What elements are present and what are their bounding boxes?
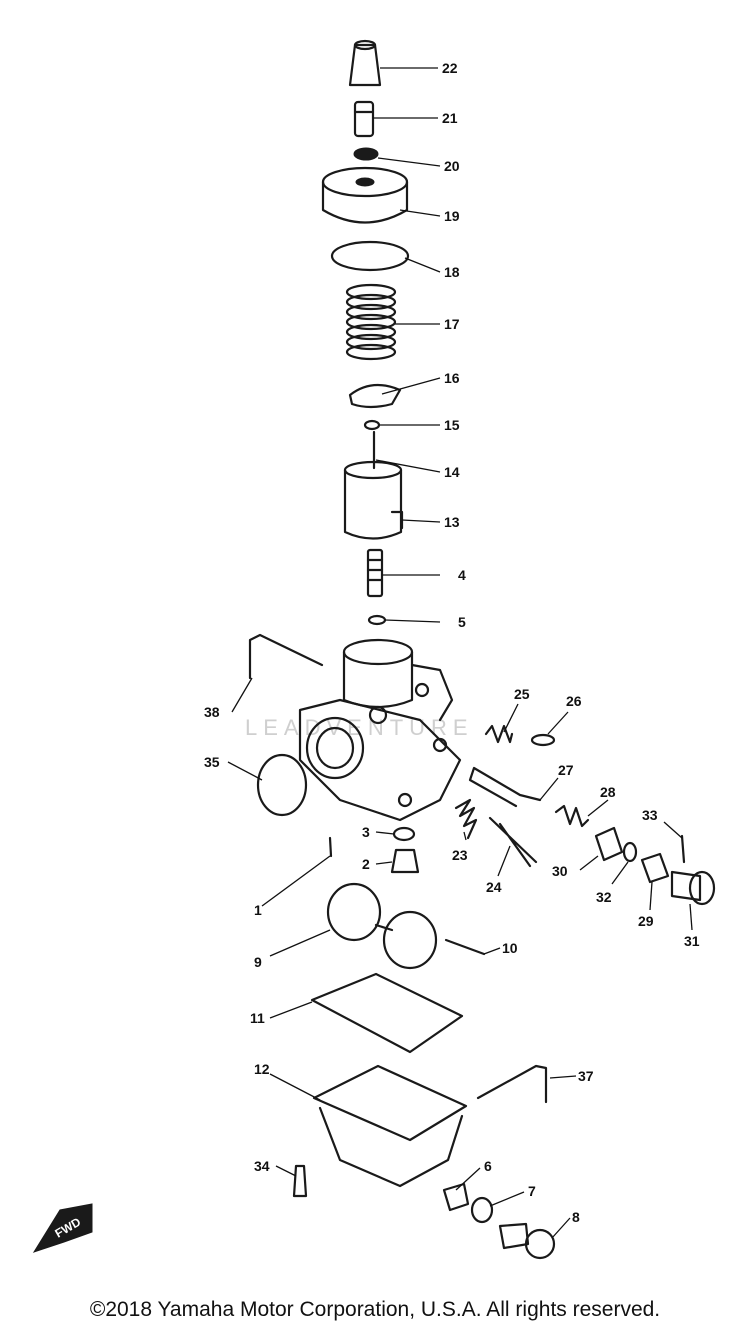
part-5-washer xyxy=(367,614,387,626)
callout-37: 37 xyxy=(578,1068,594,1084)
part-32-washer xyxy=(622,841,638,863)
part-28-spring xyxy=(554,804,590,828)
callout-10: 10 xyxy=(502,940,518,956)
callout-17: 17 xyxy=(444,316,460,332)
callout-1: 1 xyxy=(254,902,262,918)
part-6-plug xyxy=(442,1182,470,1212)
part-23-spring xyxy=(454,798,478,840)
part-20-nut xyxy=(353,147,379,161)
part-16-plate xyxy=(348,383,402,409)
callout-24: 24 xyxy=(486,879,502,895)
part-38-pipe xyxy=(248,633,324,680)
part-3-washer xyxy=(392,826,416,842)
callout-31: 31 xyxy=(684,933,700,949)
callout-13: 13 xyxy=(444,514,460,530)
callout-18: 18 xyxy=(444,264,460,280)
callout-30: 30 xyxy=(552,863,568,879)
callout-3: 3 xyxy=(362,824,370,840)
callout-11: 11 xyxy=(250,1010,265,1026)
part-7-washer xyxy=(470,1196,494,1224)
callout-19: 19 xyxy=(444,208,460,224)
part-33-pin xyxy=(680,834,686,864)
callout-5: 5 xyxy=(458,614,466,630)
callout-26: 26 xyxy=(566,693,582,709)
front-direction-marker: FWD xyxy=(32,1203,93,1253)
part-21-adjuster xyxy=(353,100,375,138)
callout-23: 23 xyxy=(452,847,468,863)
part-15-clip xyxy=(363,419,381,431)
callout-6: 6 xyxy=(484,1158,492,1174)
part-12-float-bowl xyxy=(312,1064,468,1188)
part-9-float xyxy=(326,882,438,970)
callout-12: 12 xyxy=(254,1061,270,1077)
part-22-cap xyxy=(348,39,382,87)
part-31-knob xyxy=(670,870,716,906)
part-11-gasket xyxy=(310,972,464,1054)
part-27-screw xyxy=(468,766,542,808)
callout-22: 22 xyxy=(442,60,458,76)
part-29-nut xyxy=(640,852,670,884)
part-37-pipe xyxy=(476,1064,548,1104)
callout-labels: 22 21 20 19 18 17 16 15 14 13 4 5 38 25 … xyxy=(204,60,700,1225)
callout-38: 38 xyxy=(204,704,220,720)
part-1-pin xyxy=(328,836,333,858)
part-17-spring xyxy=(345,283,397,361)
watermark: LEADVENTURE xyxy=(245,715,474,740)
part-2-jet xyxy=(390,848,420,874)
part-26-screw xyxy=(530,733,556,747)
callout-20: 20 xyxy=(444,158,460,174)
part-24-screw xyxy=(488,816,538,868)
callout-21: 21 xyxy=(442,110,458,126)
callout-32: 32 xyxy=(596,889,612,905)
part-13-throttle-valve xyxy=(343,460,404,540)
callout-9: 9 xyxy=(254,954,262,970)
part-25-spring xyxy=(484,724,514,744)
part-19-top-cap xyxy=(321,166,409,224)
callout-7: 7 xyxy=(528,1183,536,1199)
carburetor-body xyxy=(298,638,462,822)
part-10-pin xyxy=(444,938,486,956)
part-18-gasket xyxy=(330,240,410,272)
copyright-notice: ©2018 Yamaha Motor Corporation, U.S.A. A… xyxy=(89,1298,661,1321)
callout-16: 16 xyxy=(444,370,460,386)
callout-8: 8 xyxy=(572,1209,580,1225)
part-35-o-ring xyxy=(256,753,308,817)
callout-2: 2 xyxy=(362,856,370,872)
callout-35: 35 xyxy=(204,754,220,770)
part-34-screw xyxy=(292,1164,308,1198)
part-8-drain-plug xyxy=(498,1222,556,1260)
callout-28: 28 xyxy=(600,784,616,800)
callout-27: 27 xyxy=(558,762,574,778)
leader-lines xyxy=(227,67,693,1239)
callout-25: 25 xyxy=(514,686,530,702)
callout-29: 29 xyxy=(638,913,654,929)
callout-33: 33 xyxy=(642,807,658,823)
callout-34: 34 xyxy=(254,1158,270,1174)
part-4-needle-jet xyxy=(366,548,384,598)
part-30-nut xyxy=(594,826,624,862)
callout-4: 4 xyxy=(458,567,466,583)
callout-15: 15 xyxy=(444,417,460,433)
callout-14: 14 xyxy=(444,464,460,480)
